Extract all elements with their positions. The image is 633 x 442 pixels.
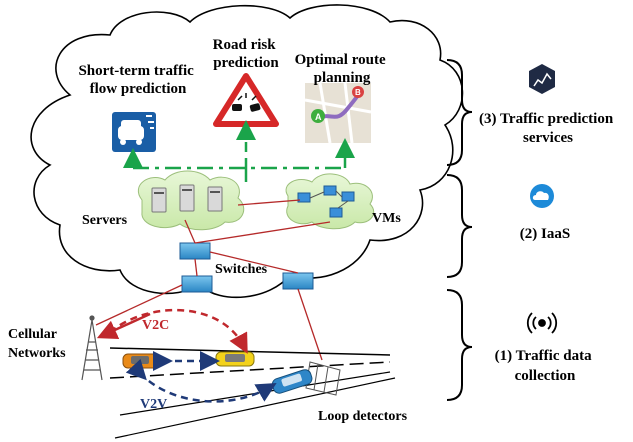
brace-services xyxy=(446,59,473,166)
loop-detectors-label: Loop detectors xyxy=(318,409,408,424)
svg-text:B: B xyxy=(355,88,361,97)
route-map-icon: A B xyxy=(304,82,372,144)
route-planning-label: Optimal route planning xyxy=(295,52,390,86)
layer-3-label: (3) Traffic prediction services xyxy=(479,111,617,146)
service-links xyxy=(123,120,355,182)
cloud-icon xyxy=(530,184,554,208)
vms-label: VMs xyxy=(372,211,401,226)
vms-cluster xyxy=(285,173,375,230)
layer-1-label: (1) Traffic data collection xyxy=(495,348,596,384)
blue-car xyxy=(271,369,313,394)
switch-right xyxy=(282,272,314,290)
switch-left xyxy=(181,275,213,293)
traffic-flow-icon xyxy=(112,112,156,152)
cell-tower-icon xyxy=(81,315,103,381)
v2c-label: V2C xyxy=(142,318,169,333)
svg-text:A: A xyxy=(315,112,322,122)
brace-data-collection xyxy=(446,289,473,401)
traffic-flow-label: Short-term traffic flow prediction xyxy=(78,63,197,97)
road-risk-label: Road risk prediction xyxy=(213,37,280,71)
layer-2-label: (2) IaaS xyxy=(520,226,570,242)
network-links xyxy=(95,199,331,361)
cellular-label: Cellular Networks xyxy=(8,327,66,361)
brace-iaas xyxy=(446,174,473,278)
v2c-link xyxy=(96,308,248,354)
v2v-label: V2V xyxy=(140,397,167,412)
orange-car xyxy=(122,353,160,369)
switch-top xyxy=(179,242,211,260)
yellow-car xyxy=(215,351,255,367)
v2v-link xyxy=(125,351,277,403)
chart-icon xyxy=(529,64,555,94)
servers-label: Servers xyxy=(82,213,128,228)
servers-cluster xyxy=(137,170,245,231)
switches-label: Switches xyxy=(215,262,268,277)
wireless-signal-icon xyxy=(526,312,558,334)
